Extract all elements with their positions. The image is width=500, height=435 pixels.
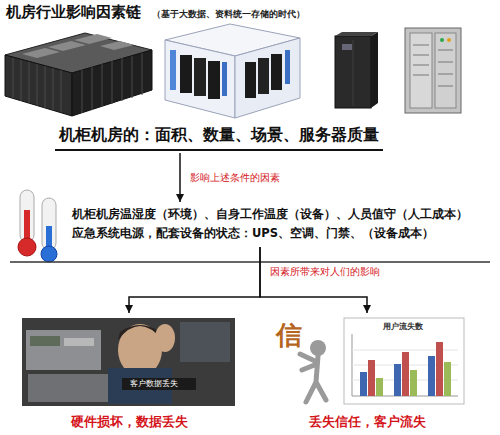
node-text: 机柜机房的：面积、数量、场景、服务器质量 (59, 124, 379, 146)
node-text: 丢失信任，客户流失 (262, 414, 472, 431)
connector-line (129, 247, 260, 313)
node-text: 应急系统电源，配套设备的状态：UPS、空调、门禁、（设备成本） (72, 224, 493, 243)
node-text: 机柜机房温湿度（环境）、自身工作温度（设备）、人员值守（人工成本） (72, 205, 493, 224)
arrow-head (363, 305, 371, 313)
rack-room (165, 24, 300, 118)
precision-ac-unit (335, 32, 378, 108)
user-loss-chart (344, 318, 464, 404)
node-text: 硬件损坏，数据丢失 (18, 414, 240, 431)
edge-label: 因素所带来对人们的影响 (269, 265, 381, 279)
arrow-head (125, 305, 133, 313)
note-label: （基于大数据、资料统一存储的时代） (152, 8, 305, 21)
impact-panel: 硬件损坏，数据丢失 (18, 314, 240, 432)
separator-line (10, 261, 490, 263)
flow-arrow (260, 247, 371, 313)
customer-loss-figure (300, 340, 326, 402)
note-label: 客户数据丢失 (128, 378, 180, 389)
thermometer-icon (18, 190, 57, 262)
connector-line (260, 247, 367, 313)
condition-band: 机柜机房的：面积、数量、场景、服务器质量 (55, 122, 383, 151)
ups-cabinet (405, 28, 461, 113)
arrow-head (176, 194, 184, 202)
hardware-damage-photo (22, 318, 235, 406)
flow-arrow (125, 247, 260, 313)
edge-label: 影响上述条件的因素 (189, 171, 281, 185)
container-datacenter (5, 33, 152, 116)
chart-title: 用户流失数 (383, 321, 423, 332)
flow-arrow (176, 153, 184, 202)
diagram-title: 机房行业影响因素链 (6, 3, 141, 22)
trust-glyph: 信 (276, 318, 302, 353)
factor-block: 机柜机房温湿度（环境）、自身工作温度（设备）、人员值守（人工成本）应急系统电源，… (70, 203, 495, 245)
